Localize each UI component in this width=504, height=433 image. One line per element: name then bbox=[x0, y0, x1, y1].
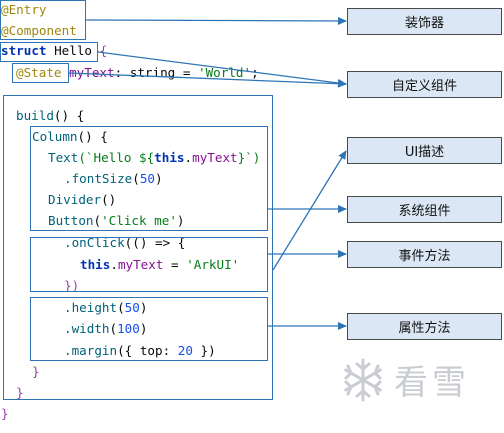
code-line-column: Column() { bbox=[32, 129, 108, 144]
decorator-box bbox=[0, 0, 86, 40]
code-line-struct: struct Hello { bbox=[1, 43, 108, 58]
arrow-ui-description bbox=[272, 150, 347, 271]
arrow-state bbox=[68, 72, 347, 88]
code-line-close-build: } bbox=[16, 385, 24, 400]
event-box bbox=[30, 237, 268, 292]
code-line-component: @Component bbox=[1, 23, 77, 38]
label-event-method: 事件方法 bbox=[347, 241, 502, 268]
watermark-text: 看雪 bbox=[394, 363, 470, 403]
code-line-close-column: } bbox=[32, 364, 40, 379]
code-line-fontsize: .fontSize(50) bbox=[64, 171, 163, 186]
code-line-build: build() { bbox=[16, 108, 85, 123]
column-box bbox=[30, 126, 268, 231]
label-system-component: 系统组件 bbox=[347, 196, 502, 223]
code-line-width: .width(100) bbox=[64, 321, 148, 336]
attribute-box bbox=[30, 297, 268, 361]
code-line-button: Button('Click me') bbox=[48, 213, 185, 228]
arrow-struct bbox=[97, 51, 347, 87]
code-line-close-onclick: }) bbox=[64, 278, 80, 293]
code-line-onclick: .onClick(() => { bbox=[64, 235, 186, 250]
code-line-assign: this.myText = 'ArkUI' bbox=[80, 257, 240, 272]
code-line-close-struct: } bbox=[1, 406, 9, 421]
code-line-entry: @Entry bbox=[1, 2, 47, 17]
code-line-text: Text(`Hello ${this.myText}`) bbox=[48, 150, 261, 165]
watermark: 看雪 bbox=[340, 355, 470, 404]
struct-box bbox=[0, 42, 98, 62]
build-box bbox=[3, 95, 273, 400]
code-line-divider: Divider() bbox=[48, 192, 117, 207]
arrow-decorator bbox=[85, 16, 347, 25]
label-attribute-method: 属性方法 bbox=[347, 313, 502, 340]
state-box bbox=[12, 63, 69, 83]
label-ui-description: UI描述 bbox=[347, 137, 502, 164]
label-custom-component: 自定义组件 bbox=[347, 71, 502, 98]
label-decorator: 装饰器 bbox=[347, 8, 502, 35]
code-line-height: .height(50) bbox=[64, 300, 148, 315]
snowflake-icon bbox=[344, 358, 382, 401]
code-line-margin: .margin({ top: 20 }) bbox=[64, 343, 216, 358]
code-line-state: @State myText: string = 'World'; bbox=[16, 65, 259, 80]
